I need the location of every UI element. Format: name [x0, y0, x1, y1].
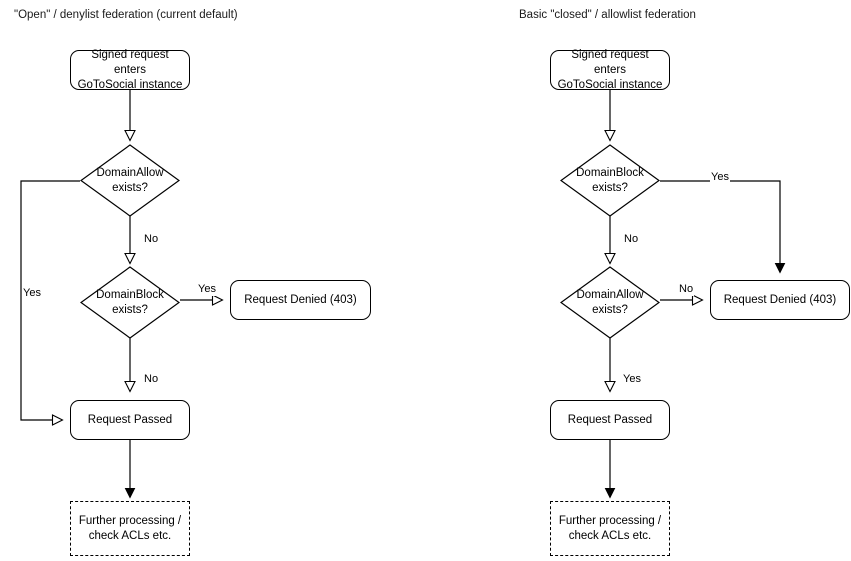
- left-decision-domainallow-label: DomainAllow exists?: [96, 166, 164, 194]
- left-decision-domainblock: DomainBlock exists?: [80, 266, 180, 339]
- diamond-shape: [560, 144, 660, 217]
- diamond-shape: [560, 266, 660, 339]
- right-edge-label-allow-yes: Yes: [622, 373, 642, 386]
- right-start-node: Signed request enters GoToSocial instanc…: [550, 48, 670, 91]
- left-edge-label-block-no: No: [143, 373, 160, 386]
- right-further-processing-node: Further processing / check ACLs etc.: [550, 501, 670, 556]
- right-decision-domainblock-label: DomainBlock exists?: [576, 166, 644, 194]
- right-edge-label-block-yes: Yes: [710, 171, 730, 184]
- right-request-passed-label: Request Passed: [567, 413, 653, 426]
- diamond-shape: [80, 144, 180, 217]
- right-decision-domainblock: DomainBlock exists?: [560, 144, 660, 217]
- diamond-shape: [80, 266, 180, 339]
- column-title-closed-allowlist: Basic "closed" / allowlist federation: [519, 9, 696, 21]
- right-request-denied-label: Request Denied (403): [723, 293, 837, 306]
- left-edge-label-allow-no: No: [143, 233, 160, 246]
- left-decision-domainallow: DomainAllow exists?: [80, 144, 180, 217]
- left-further-processing-label: Further processing / check ACLs etc.: [78, 514, 182, 542]
- right-edge-label-allow-no: No: [678, 283, 695, 296]
- right-decision-domainallow: DomainAllow exists?: [560, 266, 660, 339]
- left-request-passed-label: Request Passed: [87, 413, 173, 426]
- left-request-denied-node: Request Denied (403): [230, 280, 371, 320]
- left-start-node-label: Signed request enters GoToSocial instanc…: [77, 48, 183, 91]
- left-further-processing-node: Further processing / check ACLs etc.: [70, 501, 190, 556]
- right-edge-label-block-no: No: [623, 233, 640, 246]
- left-request-passed-node: Request Passed: [70, 400, 190, 440]
- right-request-denied-node: Request Denied (403): [710, 280, 850, 320]
- right-further-processing-label: Further processing / check ACLs etc.: [558, 514, 662, 542]
- right-request-passed-node: Request Passed: [550, 400, 670, 440]
- right-decision-domainallow-label: DomainAllow exists?: [576, 288, 644, 316]
- left-edge-label-allow-yes: Yes: [22, 287, 42, 300]
- left-edge-label-block-yes: Yes: [197, 283, 217, 296]
- column-title-open-denylist: "Open" / denylist federation (current de…: [14, 9, 238, 21]
- left-request-denied-label: Request Denied (403): [244, 293, 357, 306]
- left-decision-domainblock-label: DomainBlock exists?: [96, 288, 164, 316]
- left-start-node: Signed request enters GoToSocial instanc…: [70, 48, 190, 91]
- right-start-node-label: Signed request enters GoToSocial instanc…: [557, 48, 663, 91]
